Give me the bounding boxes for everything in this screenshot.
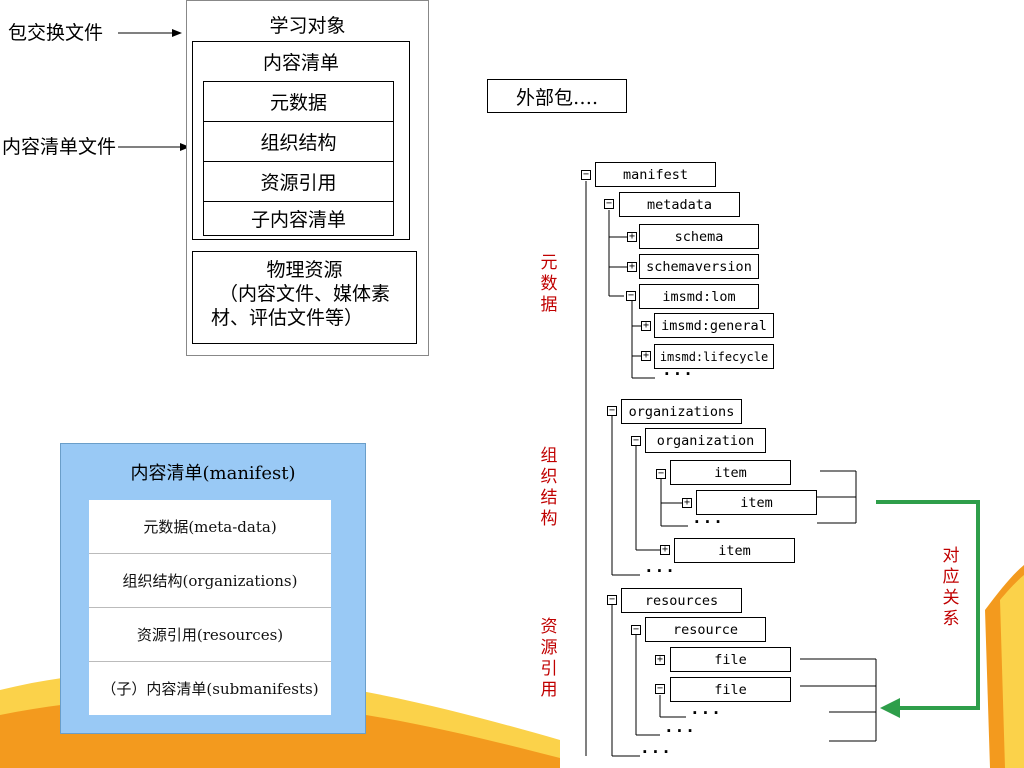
side-label-mapping: 对应关系 [942,546,960,629]
tree-node-file[interactable]: file [670,647,791,672]
panel-row-organizations: 组织结构(organizations) [89,553,331,607]
external-package-box: 外部包…. [487,79,627,113]
side-label-resources: 资源引用 [540,617,558,700]
tree-node-item[interactable]: item [696,490,817,515]
manifest-structure-panel: 内容清单(manifest) 元数据(meta-data) 组织结构(organ… [60,443,366,734]
tree-node-schema[interactable]: schema [639,224,759,249]
collapse-icon[interactable]: − [604,198,614,209]
side-label-organizations: 组织结构 [540,446,558,529]
manifest-item-submanifest: 子内容清单 [203,201,394,236]
tree-ellipsis: ··· [644,561,676,580]
manifest-title: 内容清单 [262,52,339,74]
side-label-metadata: 元数据 [540,253,558,315]
manifest-item-organizations: 组织结构 [203,121,394,162]
manifest-item-resources: 资源引用 [203,161,394,202]
tree-ellipsis: ··· [640,742,672,761]
collapse-icon[interactable]: − [626,290,636,301]
tree-node-manifest[interactable]: manifest [595,162,716,187]
tree-node-resource[interactable]: resource [645,617,766,642]
tree-ellipsis: ··· [664,721,696,740]
tree-node-metadata[interactable]: metadata [619,192,740,217]
package-file-label: 包交换文件 [8,22,104,44]
collapse-icon[interactable]: − [655,683,665,694]
tree-node-file[interactable]: file [670,677,791,702]
tree-node-imsmd-general[interactable]: imsmd:general [654,313,774,338]
physical-resources-line1: 物理资源 [266,259,343,281]
physical-resources-line2: （内容文件、媒体素 [218,283,390,305]
physical-resources-box: 物理资源 （内容文件、媒体素 材、评估文件等） [192,251,417,344]
collapse-icon[interactable]: − [656,468,666,479]
tree-node-organizations[interactable]: organizations [621,399,742,424]
tree-ellipsis: ··· [690,703,722,722]
expand-icon[interactable]: + [655,654,665,665]
tree-node-imsmd-lom[interactable]: imsmd:lom [639,284,759,309]
tree-node-organization[interactable]: organization [645,428,766,453]
collapse-icon[interactable]: − [581,169,591,180]
collapse-icon[interactable]: − [607,405,617,416]
manifest-box [192,41,410,240]
tree-node-item[interactable]: item [670,460,791,485]
physical-resources-line3: 材、评估文件等） [211,307,364,329]
panel-title: 内容清单(manifest) [130,463,296,484]
expand-icon[interactable]: + [627,231,637,242]
panel-row-metadata: 元数据(meta-data) [143,518,277,536]
collapse-icon[interactable]: − [631,624,641,635]
collapse-icon[interactable]: − [631,435,641,446]
tree-node-resources[interactable]: resources [621,588,742,613]
manifest-file-label: 内容清单文件 [2,136,117,158]
expand-icon[interactable]: + [682,497,692,508]
expand-icon[interactable]: + [627,261,637,272]
expand-icon[interactable]: + [641,320,651,331]
tree-ellipsis: ··· [662,364,694,383]
tree-ellipsis: ··· [692,512,724,531]
panel-row-resources: 资源引用(resources) [89,607,331,661]
panel-rows: 元数据(meta-data) 组织结构(organizations) 资源引用(… [89,500,331,715]
learning-object-title: 学习对象 [269,15,346,37]
expand-icon[interactable]: + [660,544,670,555]
tree-node-schemaversion[interactable]: schemaversion [639,254,759,279]
panel-row-submanifests: （子）内容清单(submanifests) [89,661,331,715]
arrow-icon [118,29,182,37]
tree-node-imsmd-lifecycle[interactable]: imsmd:lifecycle [654,344,774,369]
expand-icon[interactable]: + [641,350,651,361]
collapse-icon[interactable]: − [607,594,617,605]
arrow-icon [118,143,190,151]
tree-node-item[interactable]: item [674,538,795,563]
